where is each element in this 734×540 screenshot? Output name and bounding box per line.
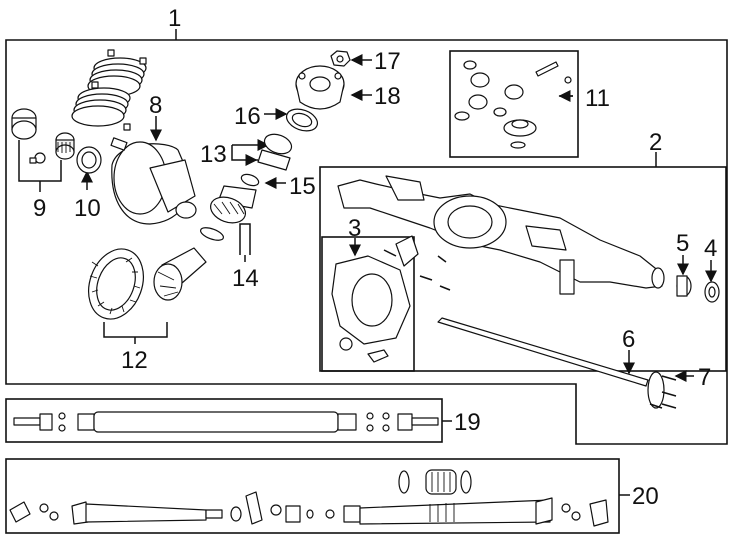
callout-10: 10	[74, 195, 101, 222]
callout-9: 9	[33, 195, 46, 222]
callout-16: 16	[234, 103, 261, 130]
callout-14: 14	[232, 265, 259, 292]
callout-1: 1	[168, 5, 181, 32]
pinion-seal-ring	[285, 108, 319, 132]
bearing-shim-stack-upper	[87, 49, 147, 97]
differential-case	[110, 137, 197, 225]
callout-20: 20	[632, 483, 659, 510]
diff-gear-kit-frame	[449, 50, 579, 158]
callout-12: 12	[121, 347, 148, 374]
main-assembly-frame	[5, 39, 728, 445]
axle-housing-frame	[319, 166, 727, 372]
callout-13: 13	[200, 141, 227, 168]
cover-subframe	[321, 236, 415, 372]
callout-19: 19	[454, 409, 481, 436]
callout-8: 8	[149, 92, 162, 119]
callout-7: 7	[698, 364, 711, 391]
callout-17: 17	[374, 48, 401, 75]
axle-shaft	[437, 317, 677, 409]
front-driveshaft-frame	[5, 458, 620, 534]
callout-5: 5	[676, 230, 689, 257]
callout-11: 11	[585, 85, 610, 112]
callout-labels: 1 2 3 4 5 6 7 8 9 10 11 12 13 14 15 16 1…	[33, 5, 717, 510]
front-driveshaft	[9, 469, 609, 527]
diff-cover	[331, 235, 451, 363]
pinion-bearings	[199, 133, 293, 241]
pinion-flange	[295, 65, 345, 110]
pinion-nut	[330, 50, 351, 67]
rear-driveshaft	[13, 411, 439, 433]
callout-6: 6	[622, 326, 635, 353]
pinion-seal	[76, 146, 102, 174]
leader-lines	[18, 29, 717, 496]
callout-2: 2	[649, 129, 662, 156]
callout-15: 15	[289, 173, 316, 200]
bearing-shim-stack-lower	[71, 81, 131, 131]
axle-housing	[337, 175, 665, 295]
diff-gear-kit	[454, 60, 572, 149]
callout-18: 18	[374, 83, 401, 110]
callout-3: 3	[348, 215, 361, 242]
callout-4: 4	[704, 235, 717, 262]
axle-bearing-and-seal	[676, 275, 720, 303]
carrier-bearing	[11, 108, 75, 164]
ring-and-pinion	[88, 247, 207, 320]
